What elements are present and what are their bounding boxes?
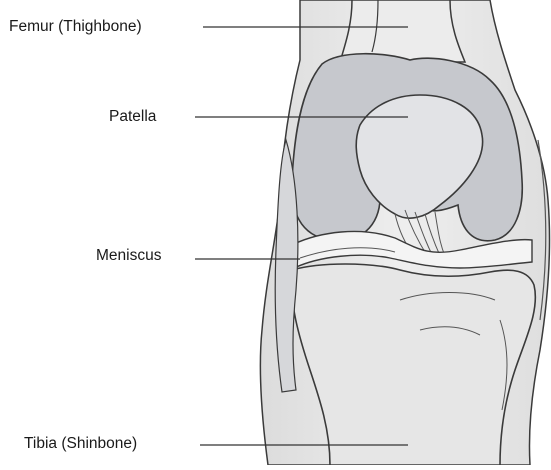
femur-shaft — [340, 0, 465, 62]
femur-label: Femur (Thighbone) — [9, 19, 142, 35]
patella-label: Patella — [109, 109, 156, 125]
tibia-bone — [291, 264, 535, 465]
tibia-label: Tibia (Shinbone) — [24, 436, 137, 452]
meniscus-label: Meniscus — [96, 248, 161, 264]
